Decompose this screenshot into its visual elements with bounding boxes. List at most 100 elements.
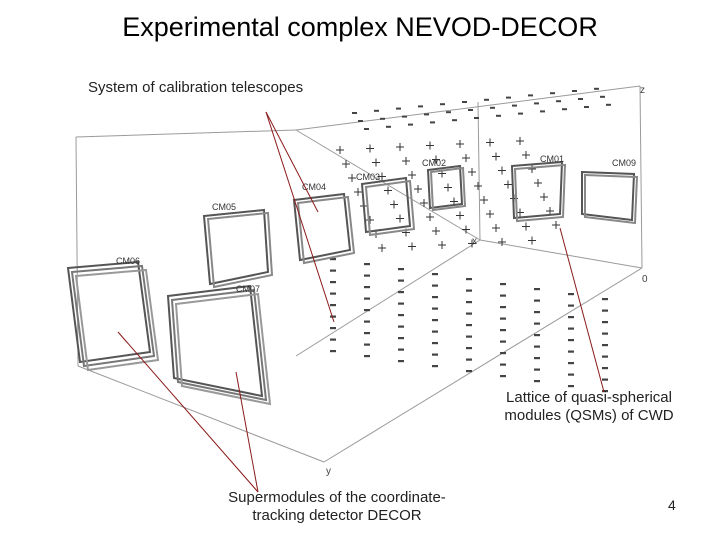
qsm-floor-module xyxy=(500,295,506,297)
qsm-module xyxy=(402,157,410,165)
qsm-floor-module xyxy=(568,339,574,341)
qsm-module xyxy=(480,196,488,204)
qsm-module xyxy=(354,188,362,196)
axis-y-label: y xyxy=(326,466,331,477)
qsm-floor-module xyxy=(500,352,506,354)
qsm-top-module xyxy=(562,108,567,110)
callout-line-decor-b xyxy=(236,372,258,492)
qsm-floor-module xyxy=(330,339,336,341)
qsm-top-module xyxy=(446,111,451,113)
qsm-top-module xyxy=(550,92,555,94)
qsm-top-module xyxy=(452,119,457,121)
qsm-top-module xyxy=(506,97,511,99)
qsm-floor-module xyxy=(602,356,608,358)
qsm-floor-module xyxy=(330,281,336,283)
qsm-module xyxy=(498,167,506,175)
qsm-floor-module xyxy=(364,309,370,311)
edge-back-right xyxy=(640,86,642,268)
callout-decor-line2: tracking detector DECOR xyxy=(222,507,452,525)
qsm-top-module xyxy=(386,126,391,128)
qsm-top-module xyxy=(396,108,401,110)
qsm-module xyxy=(426,213,434,221)
label-cm01: CM01 xyxy=(540,154,564,164)
qsm-floor-module xyxy=(534,334,540,336)
qsm-top-module xyxy=(496,115,501,117)
supermodule-cm07 xyxy=(168,286,270,404)
supermodule-cm09 xyxy=(582,172,637,223)
qsm-top-module xyxy=(540,110,545,112)
callout-telescopes: System of calibration telescopes xyxy=(88,79,303,97)
callout-line-telescopes-b xyxy=(266,112,334,322)
qsm-floor-module xyxy=(364,332,370,334)
qsm-top-module xyxy=(584,106,589,108)
callout-qsm-line2: modules (QSMs) of CWD xyxy=(494,407,684,425)
qsm-module xyxy=(336,146,344,154)
qsm-floor-module xyxy=(534,346,540,348)
supermodule-cm04 xyxy=(294,194,354,263)
axis-origin-label: 0 xyxy=(642,274,648,285)
qsm-floor-module xyxy=(432,342,438,344)
qsm-floor-module xyxy=(602,298,608,300)
qsm-top-module xyxy=(364,128,369,130)
qsm-top-module xyxy=(594,88,599,90)
qsm-floor-module xyxy=(466,359,472,361)
qsm-top-module xyxy=(462,101,467,103)
qsm-module xyxy=(432,227,440,235)
qsm-top-module xyxy=(424,113,429,115)
qsm-floor-module xyxy=(568,374,574,376)
qsm-floor-module xyxy=(364,321,370,323)
qsm-top-module xyxy=(518,113,523,115)
qsm-floor-module xyxy=(364,298,370,300)
qsm-floor-module xyxy=(432,354,438,356)
edge-near-top xyxy=(76,130,296,137)
qsm-floor-module xyxy=(500,375,506,377)
qsm-floor-module xyxy=(568,328,574,330)
qsm-top-module xyxy=(484,99,489,101)
qsm-floor-module xyxy=(500,341,506,343)
qsm-top-module xyxy=(512,105,517,107)
edge-back-vertical xyxy=(478,102,480,240)
qsm-top-module xyxy=(572,90,577,92)
qsm-floor-module xyxy=(534,323,540,325)
qsm-module xyxy=(372,159,380,167)
qsm-floor-module xyxy=(432,308,438,310)
qsm-module xyxy=(366,145,374,153)
qsm-module xyxy=(390,201,398,209)
qsm-module xyxy=(492,153,500,161)
qsm-module xyxy=(438,241,446,249)
qsm-module xyxy=(486,210,494,218)
callout-line-decor-a xyxy=(118,332,258,492)
qsm-floor-module xyxy=(432,319,438,321)
qsm-module xyxy=(462,154,470,162)
qsm-top-module xyxy=(600,96,605,98)
qsm-floor-module xyxy=(500,329,506,331)
qsm-module xyxy=(420,199,428,207)
qsm-floor-module xyxy=(466,370,472,372)
qsm-floor-module xyxy=(500,364,506,366)
qsm-module xyxy=(384,187,392,195)
qsm-floor-module xyxy=(602,344,608,346)
page-number: 4 xyxy=(668,496,676,514)
qsm-floor-module xyxy=(398,280,404,282)
qsm-module xyxy=(504,181,512,189)
qsm-floor-module xyxy=(330,270,336,272)
qsm-floor-module xyxy=(398,303,404,305)
qsm-top-module xyxy=(440,103,445,105)
qsm-top-module xyxy=(468,109,473,111)
callout-line-qsm xyxy=(560,228,604,392)
qsm-floor-module xyxy=(466,278,472,280)
callout-line-telescopes-a xyxy=(266,112,318,212)
qsm-top-module xyxy=(380,118,385,120)
qsm-module xyxy=(444,184,452,192)
qsm-module xyxy=(486,139,494,147)
callout-qsm-line1: Lattice of quasi-spherical xyxy=(494,389,684,407)
qsm-floor-module xyxy=(534,288,540,290)
supermodule-cm05 xyxy=(204,210,272,287)
qsm-floor-module xyxy=(466,336,472,338)
qsm-floor-module xyxy=(500,306,506,308)
qsm-floor-module xyxy=(432,273,438,275)
qsm-floor-module xyxy=(534,300,540,302)
callout-decor-line1: Supermodules of the coordinate- xyxy=(222,489,452,507)
qsm-floor-module xyxy=(568,316,574,318)
qsm-floor-module xyxy=(398,349,404,351)
